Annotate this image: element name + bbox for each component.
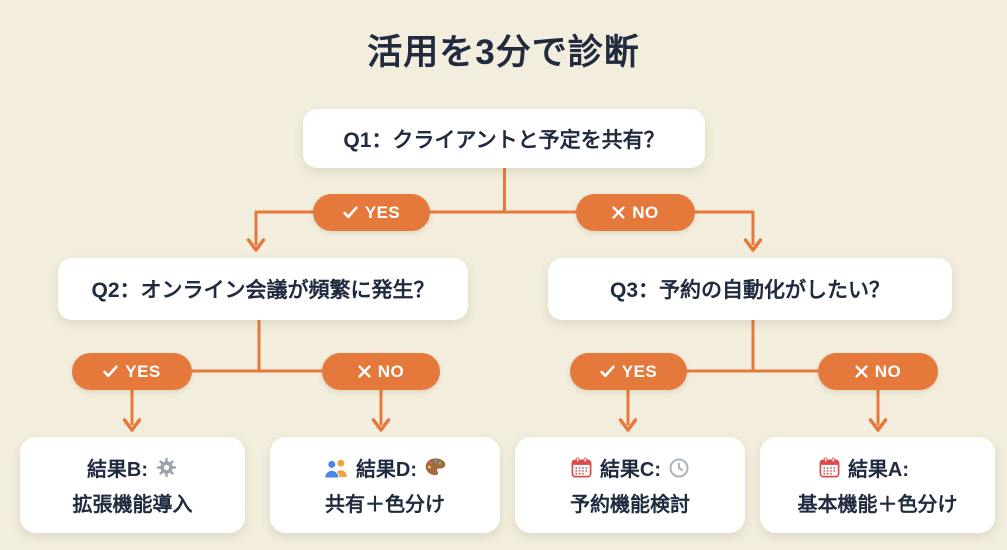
check-icon	[600, 365, 615, 378]
question-q2-label: Q2：オンライン会議が頻繁に発生？	[91, 279, 435, 302]
result-d-title: 結果D:	[355, 459, 418, 481]
question-q1-label: Q1：クライアントと予定を共有？	[343, 128, 665, 152]
clock-icon	[668, 457, 690, 479]
branch-label: YES	[125, 361, 161, 381]
result-c-desc: 予約機能検討	[570, 494, 690, 516]
branch-q2-yes: YES	[72, 353, 192, 390]
result-card-d: 結果D: 共有＋色分け	[270, 437, 500, 533]
result-d-desc: 共有＋色分け	[325, 494, 445, 516]
result-card-c: 結果C: 予約機能検討	[515, 437, 745, 533]
question-q2: Q2：オンライン会議が頻繁に発生？	[58, 258, 468, 320]
cross-icon	[358, 365, 371, 378]
color-grid-icon	[916, 457, 937, 478]
calendar-icon	[818, 456, 841, 479]
result-card-a: 結果A: 基本機能＋色分け	[760, 437, 995, 533]
result-a-desc: 基本機能＋色分け	[797, 494, 958, 516]
result-a-title: 結果A:	[847, 459, 910, 481]
cross-icon	[612, 206, 625, 219]
branch-label: NO	[874, 361, 902, 381]
branch-q2-no: NO	[322, 353, 440, 390]
question-q3-label: Q3：予約の自動化がしたい？	[609, 279, 890, 302]
branch-q3-yes: YES	[570, 353, 687, 390]
question-q3: Q3：予約の自動化がしたい？	[548, 258, 952, 320]
result-b-title: 結果B:	[86, 459, 149, 481]
result-c-title: 結果C:	[599, 459, 662, 481]
people-icon	[323, 457, 349, 479]
check-icon	[343, 206, 358, 219]
check-icon	[103, 365, 118, 378]
branch-q1-no: NO	[576, 194, 695, 231]
branch-label: YES	[621, 361, 658, 381]
calendar-icon	[570, 456, 593, 479]
palette-icon	[424, 456, 447, 479]
branch-q1-yes: YES	[313, 194, 430, 231]
branch-q3-no: NO	[818, 353, 938, 390]
branch-label: NO	[632, 202, 659, 222]
gear-icon	[155, 456, 178, 479]
question-q1: Q1：クライアントと予定を共有？	[303, 109, 705, 168]
page-title: 活用を3分で診断	[367, 33, 640, 72]
cross-icon	[855, 365, 868, 378]
branch-label: NO	[377, 361, 405, 381]
branch-label: YES	[364, 202, 401, 222]
result-card-b: 結果B: 拡張機能	[20, 437, 245, 533]
result-b-desc: 拡張機能導入	[72, 494, 193, 516]
